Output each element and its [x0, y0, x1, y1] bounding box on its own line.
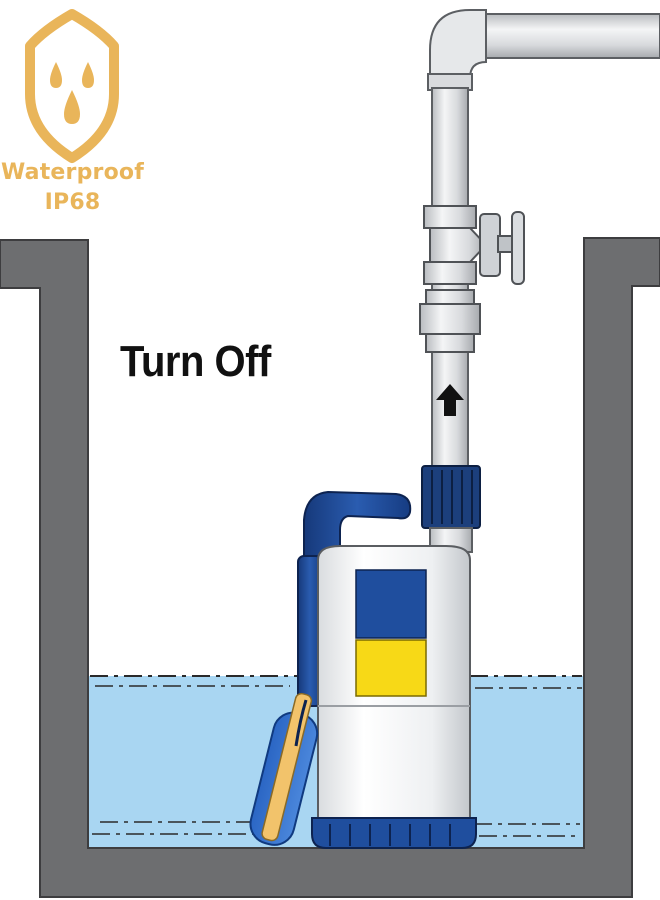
float-cable: [294, 699, 308, 747]
pipe-elbow: [429, 9, 487, 79]
water-surface-lines: [90, 675, 582, 837]
pipe-coupling: [421, 465, 481, 553]
pump-label-blue: [355, 569, 427, 639]
flow-arrow-icon: [436, 384, 464, 416]
pump-handle: [303, 490, 412, 561]
status-headline: Turn Off: [120, 338, 271, 386]
pit-wall: [0, 237, 660, 898]
pipe-union: [419, 289, 481, 353]
pump-label-yellow: [355, 639, 427, 697]
badge-rating: IP68: [44, 190, 101, 215]
pipe-horizontal: [479, 13, 660, 59]
pump-base: [311, 817, 477, 849]
shield-water-drops-icon: [25, 9, 119, 163]
gate-valve: [423, 205, 525, 285]
badge-title: Waterproof: [0, 160, 144, 185]
